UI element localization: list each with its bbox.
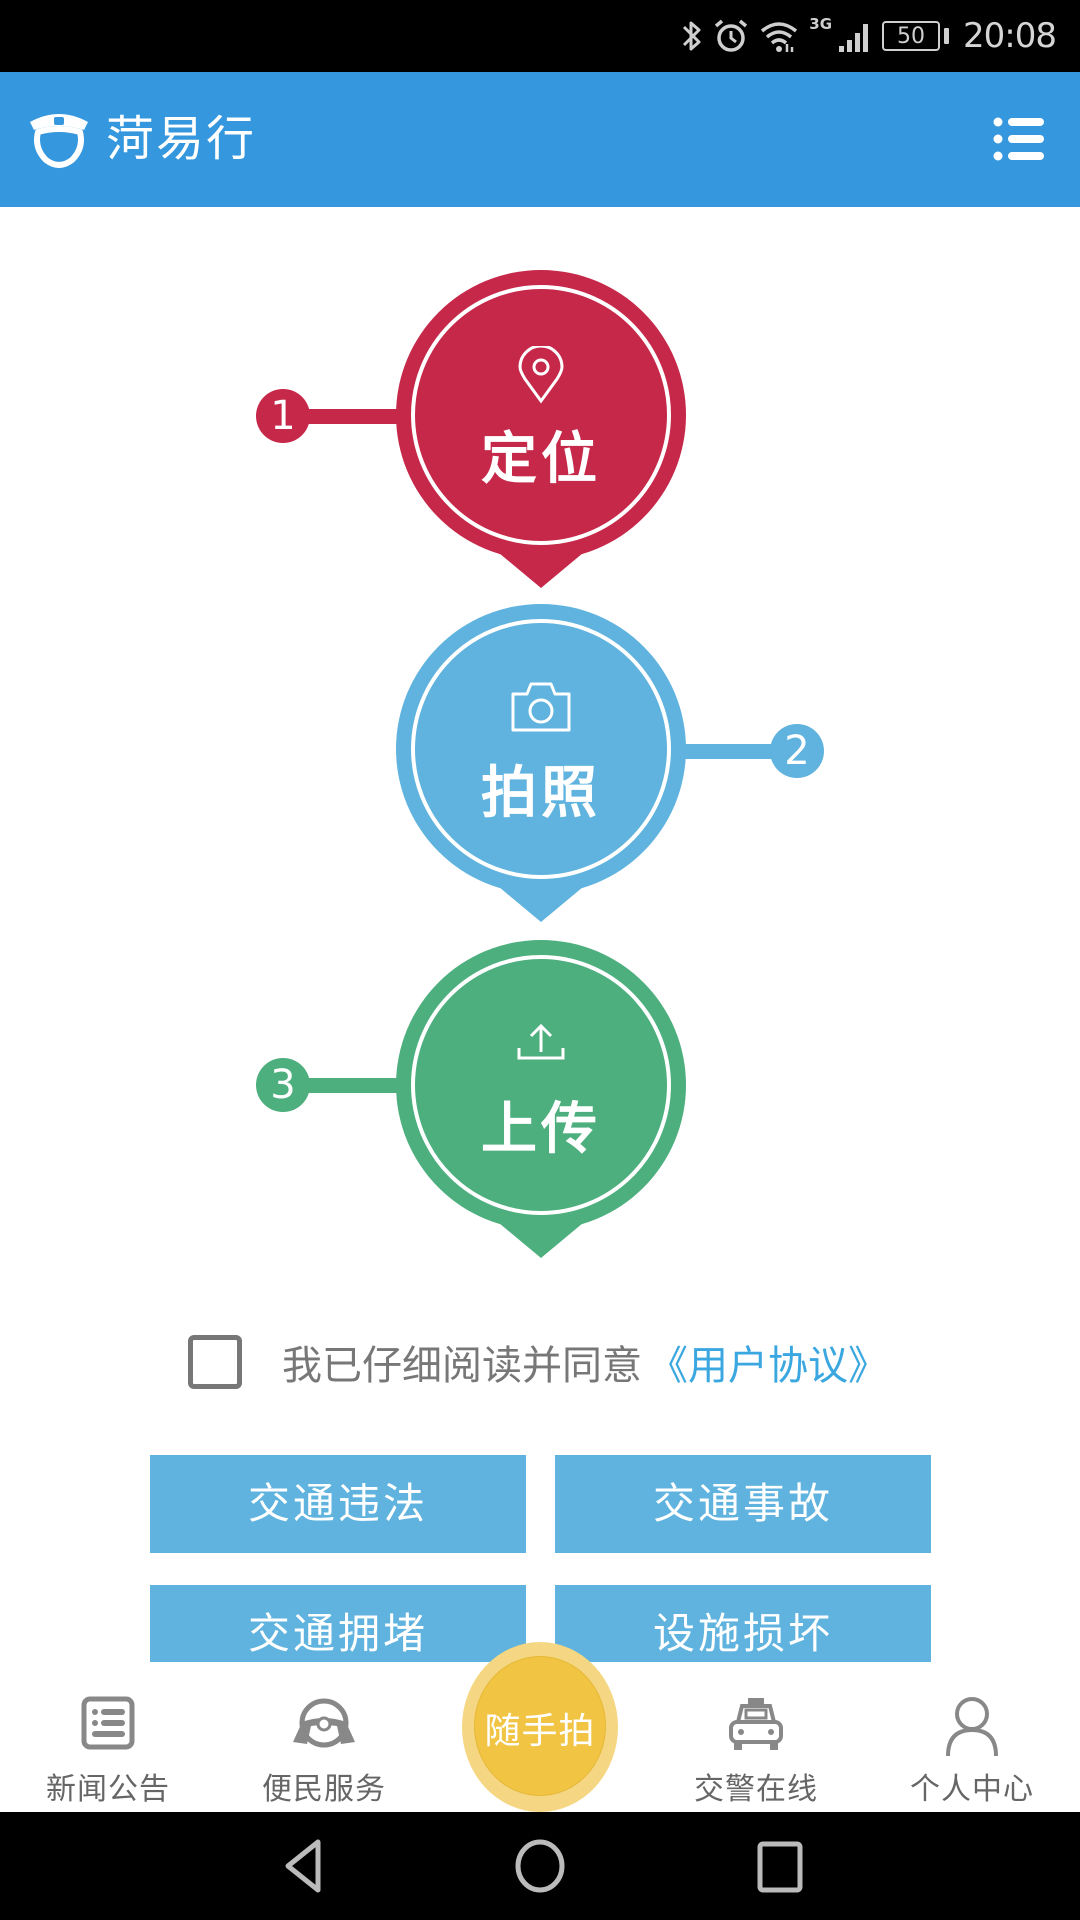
user-agreement-link[interactable]: 《用户协议》 [648,1343,888,1389]
step-number-2: 2 [770,724,824,778]
police-car-icon [726,1696,786,1760]
quick-snap-button[interactable]: 随手拍 [462,1642,618,1812]
step-connector-2 [676,744,786,759]
location-pin-icon [518,344,564,408]
alarm-icon [713,18,749,54]
recents-button[interactable] [745,1834,815,1898]
tab-label: 便民服务 [262,1772,386,1807]
recents-icon [757,1841,803,1893]
tab-label: 新闻公告 [46,1772,170,1807]
step-connector-1 [300,409,410,424]
network-type-label: 3G [809,15,833,33]
system-nav-bar [0,1812,1080,1920]
step-label: 定位 [481,427,601,492]
quick-snap-label: 随手拍 [484,1711,596,1752]
clock: 20:08 [963,16,1057,56]
person-icon [944,1696,1000,1762]
step-label: 拍照 [481,761,601,826]
tab-news[interactable]: 新闻公告 [18,1662,198,1812]
traffic-violation-button[interactable]: 交通违法 [150,1455,526,1553]
step-photo-button[interactable]: 拍照 [396,604,686,924]
status-bar: 3G 50 20:08 [0,0,1080,72]
battery-level: 50 [897,23,926,49]
step-connector-3 [300,1078,410,1093]
signal-icon [838,18,872,54]
police-cap-icon [28,108,90,170]
news-list-icon [81,1696,135,1754]
tab-label: 个人中心 [910,1772,1034,1807]
tab-profile[interactable]: 个人中心 [882,1662,1062,1812]
list-menu-icon [993,117,1044,161]
menu-button[interactable] [992,112,1046,166]
back-button[interactable] [266,1834,336,1898]
step-locate-button[interactable]: 定位 [396,270,686,590]
tab-label: 交警在线 [694,1772,818,1807]
upload-icon [516,1022,566,1066]
agreement-checkbox[interactable] [188,1335,242,1389]
agreement-text: 我已仔细阅读并同意 [282,1343,642,1389]
status-icons: 3G 50 20:08 [681,14,1057,58]
step-upload-button[interactable]: 上传 [396,940,686,1260]
battery-icon: 50 [882,21,941,51]
tab-police-online[interactable]: 交警在线 [666,1662,846,1812]
back-icon [285,1839,321,1893]
home-button[interactable] [505,1834,575,1898]
tab-services[interactable]: 便民服务 [234,1662,414,1812]
quick-snap-button-inner [474,1656,606,1796]
home-icon [515,1839,565,1893]
camera-icon [509,680,573,738]
app-header: 菏易行 [0,72,1080,207]
step-label: 上传 [481,1097,601,1162]
traffic-accident-button[interactable]: 交通事故 [555,1455,931,1553]
wifi-icon [759,19,799,53]
steering-wheel-icon [289,1696,359,1754]
bottom-tab-bar: 新闻公告 便民服务 交警在线 个人中心 [0,1662,1080,1812]
bluetooth-icon [681,18,703,54]
app-title: 菏易行 [106,111,257,167]
facility-damage-button[interactable]: 设施损坏 [555,1585,931,1662]
traffic-congestion-button[interactable]: 交通拥堵 [150,1585,526,1662]
battery-tip [944,28,950,44]
agreement-row: 我已仔细阅读并同意 《用户协议》 [188,1334,888,1390]
